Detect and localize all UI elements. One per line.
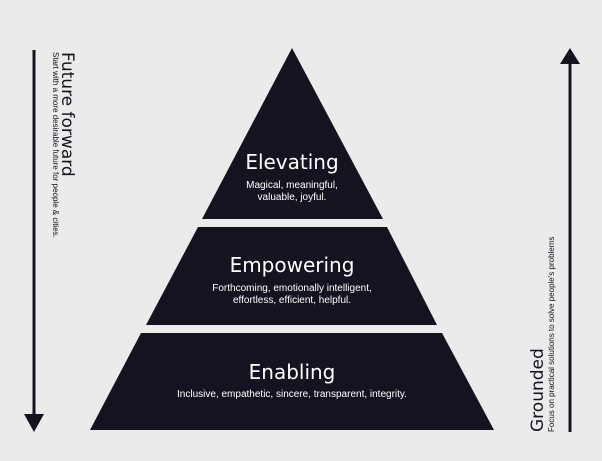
pyramid: Elevating Magical, meaningful, valuable,…	[90, 48, 494, 430]
left-axis-subtitle: Start with a more desirable future for p…	[51, 52, 60, 238]
left-axis: Future forward Start with a more desirab…	[24, 50, 77, 432]
tier-elevating-desc-line-2: valuable, joyful.	[258, 192, 327, 203]
tier-empowering-title: Empowering	[230, 253, 355, 277]
tier-elevating-desc-line-1: Magical, meaningful,	[246, 180, 338, 191]
right-axis-title: Grounded	[528, 348, 548, 432]
right-axis: Grounded Focus on practical solutions to…	[528, 48, 580, 432]
tier-enabling-desc-line-1: Inclusive, empathetic, sincere, transpar…	[177, 389, 407, 400]
tier-elevating	[202, 48, 383, 219]
tier-empowering-desc-line-2: effortless, efficient, helpful.	[233, 295, 351, 306]
tier-empowering	[146, 227, 437, 325]
tier-enabling	[90, 333, 494, 430]
tier-enabling-title: Enabling	[249, 360, 336, 384]
left-axis-title: Future forward	[57, 52, 77, 177]
down-arrow-icon	[24, 414, 44, 432]
tier-elevating-title: Elevating	[245, 150, 338, 174]
up-arrow-icon	[560, 48, 580, 64]
tier-empowering-desc-line-1: Forthcoming, emotionally intelligent,	[212, 283, 372, 294]
right-axis-subtitle: Focus on practical solutions to solve pe…	[547, 237, 556, 432]
